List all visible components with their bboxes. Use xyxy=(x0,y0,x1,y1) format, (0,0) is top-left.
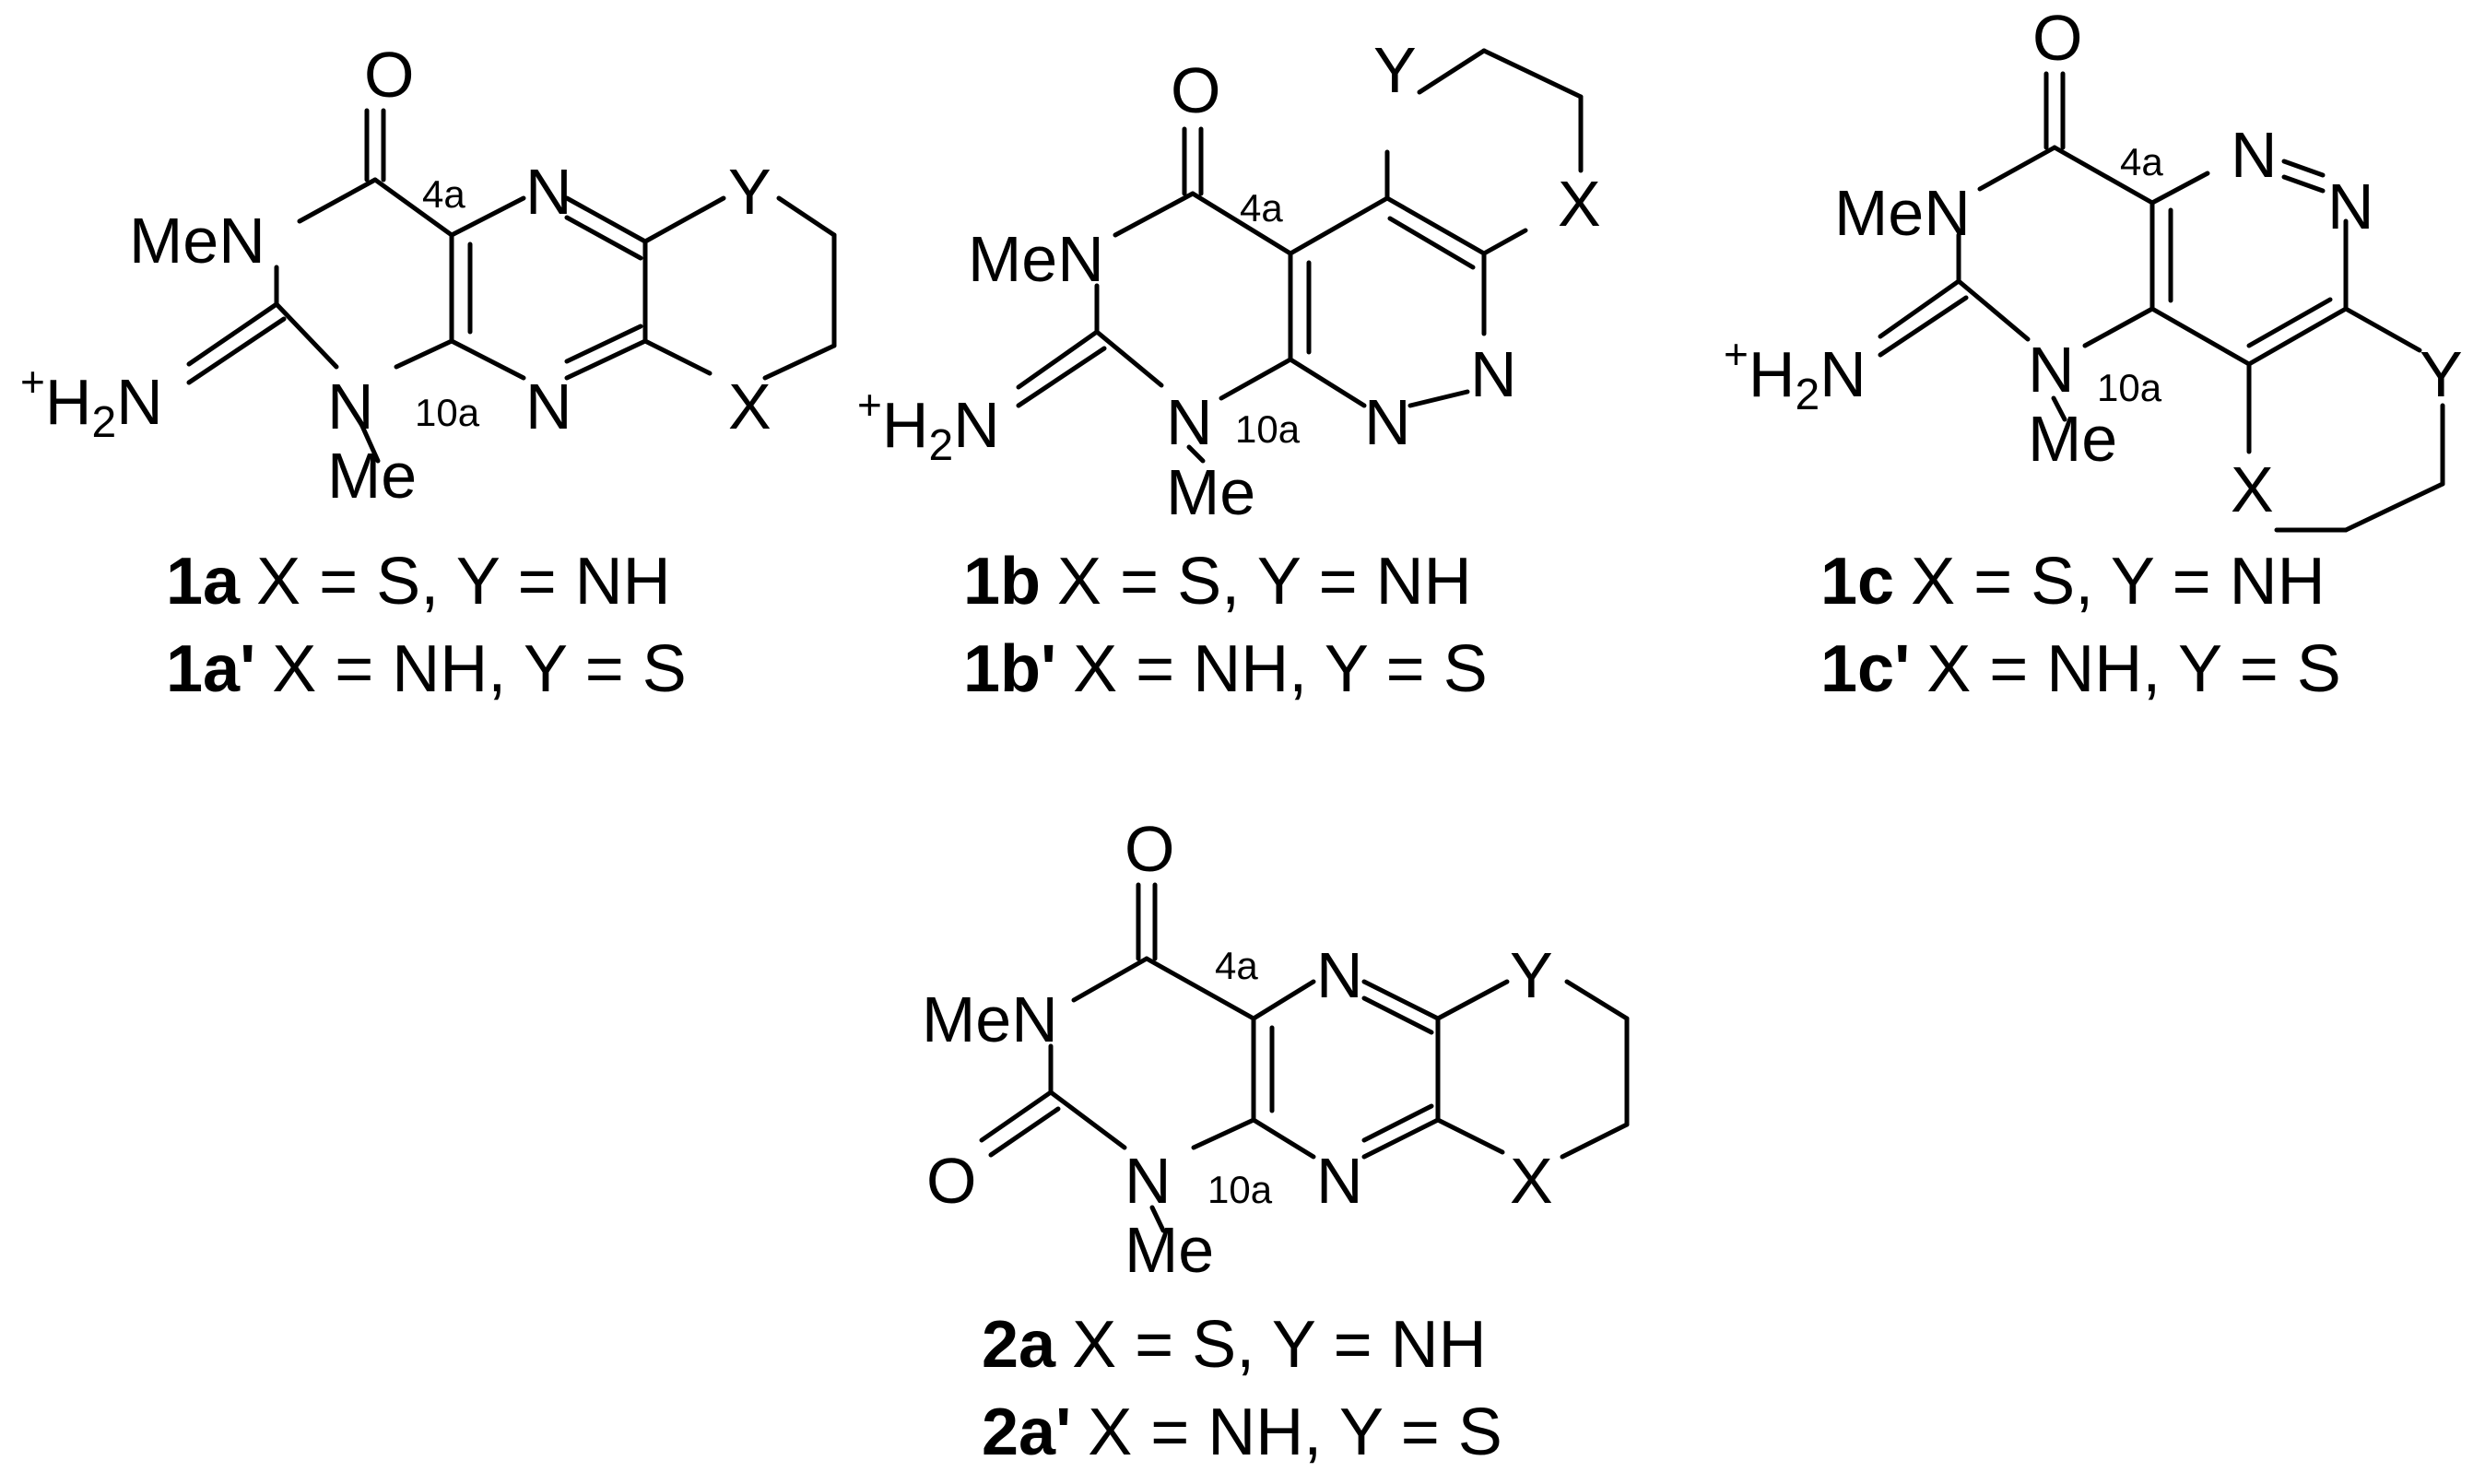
locant-10a: 10a xyxy=(1207,1168,1273,1211)
iminium-label: +H2N xyxy=(1724,330,1867,419)
n1-ring-label: N xyxy=(2231,119,2278,191)
caption-2a-prime: 2a'X = NH, Y = S xyxy=(982,1396,1502,1469)
x-substituent-label: X xyxy=(1558,168,1601,240)
n-methyl-label: Me xyxy=(1166,456,1255,528)
locant-10a: 10a xyxy=(2097,366,2162,409)
n5-label: N xyxy=(525,156,572,228)
y-substituent-label: Y xyxy=(1373,34,1417,106)
locant-4a: 4a xyxy=(2120,140,2163,183)
iminium-label: +H2N xyxy=(20,358,163,447)
methylamino-label: MeN xyxy=(922,983,1058,1055)
methylamino-label: MeN xyxy=(1834,177,1971,249)
bonds-1b xyxy=(1016,48,1584,464)
n2-ring-label: N xyxy=(2327,171,2374,242)
iminium-label: +H2N xyxy=(857,381,1000,470)
x-substituent-label: X xyxy=(728,371,771,442)
n-methyl-label: Me xyxy=(1125,1214,1214,1286)
x-substituent-label: X xyxy=(2231,453,2274,525)
methylamino-label: MeN xyxy=(968,223,1104,295)
n10-ring-label: N xyxy=(525,371,572,442)
caption-1c-prime: 1c'X = NH, Y = S xyxy=(1820,632,2341,706)
y-substituent-label: Y xyxy=(1510,939,1553,1011)
caption-1a-prime: 1a'X = NH, Y = S xyxy=(166,632,687,706)
locant-10a: 10a xyxy=(415,391,480,434)
bonds-1c xyxy=(1878,71,2445,533)
n2-ring-label: N xyxy=(1470,338,1517,410)
caption-1b-prime: 1b'X = NH, Y = S xyxy=(963,632,1488,706)
n-methyl-label: Me xyxy=(327,440,417,512)
n10-label: N xyxy=(327,371,374,442)
oxygen-label: O xyxy=(364,39,414,111)
x-substituent-label: X xyxy=(1510,1145,1553,1217)
locant-4a: 4a xyxy=(1240,186,1283,230)
locant-4a: 4a xyxy=(422,172,465,216)
n5-label: N xyxy=(1316,939,1363,1011)
n-methyl-label: Me xyxy=(2028,403,2117,475)
methylamino-label: MeN xyxy=(129,205,265,277)
n10-label: N xyxy=(1166,386,1213,458)
bonds-2a xyxy=(979,882,1630,1233)
n10-label: N xyxy=(1125,1145,1172,1217)
y-substituent-label: Y xyxy=(728,156,771,228)
n1-ring-label: N xyxy=(1364,386,1411,458)
oxygen-label: O xyxy=(1171,54,1220,126)
urea-oxygen-label: O xyxy=(926,1145,976,1217)
oxygen-label: O xyxy=(2032,2,2082,74)
locant-10a: 10a xyxy=(1235,407,1301,451)
n10-ring-label: N xyxy=(1316,1145,1363,1217)
bonds-1a xyxy=(186,108,837,464)
n10-label: N xyxy=(2028,334,2075,406)
locant-4a: 4a xyxy=(1215,944,1258,987)
carbonyl-oxygen-label: O xyxy=(1125,813,1174,885)
y-substituent-label: Y xyxy=(2420,338,2463,410)
